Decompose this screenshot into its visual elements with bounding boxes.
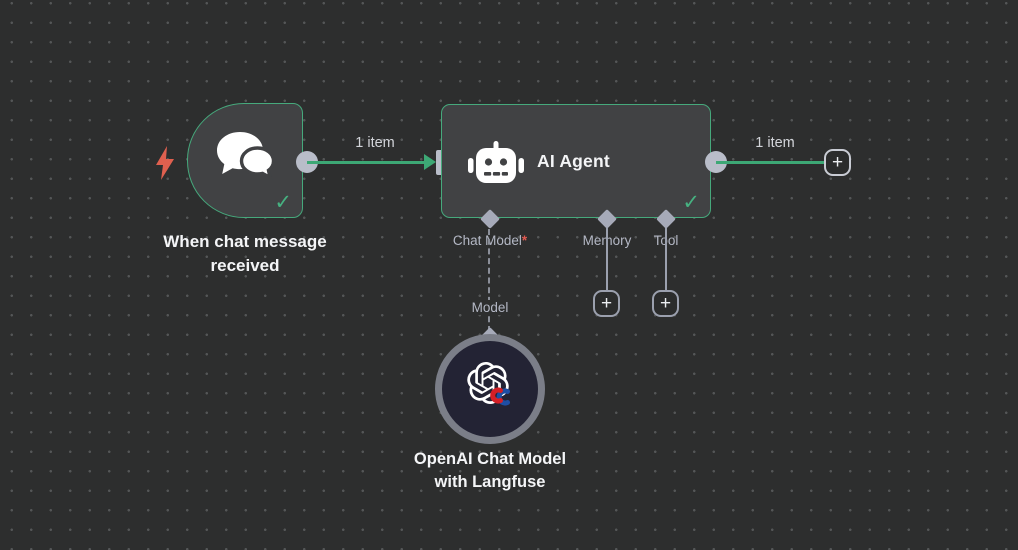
node-when-chat-message-received[interactable]: ✓ bbox=[187, 103, 303, 218]
robot-icon bbox=[468, 141, 524, 183]
required-asterisk: * bbox=[521, 233, 528, 248]
lightning-bolt-icon bbox=[156, 146, 174, 180]
wire-tool-port bbox=[665, 228, 667, 291]
model-title-line2: with Langfuse bbox=[434, 473, 546, 491]
model-wire-label: Model bbox=[450, 300, 530, 315]
wire-items-label: 1 item bbox=[755, 135, 795, 151]
wire-arrowhead bbox=[424, 154, 436, 170]
trigger-node-title: When chat message received bbox=[163, 232, 327, 275]
agent-success-check-icon: ✓ bbox=[682, 191, 700, 214]
node-ai-agent[interactable]: AI Agent ✓ bbox=[441, 104, 711, 218]
model-node-title: OpenAI Chat Model with Langfuse bbox=[378, 448, 602, 494]
add-memory-button[interactable]: + bbox=[593, 290, 620, 317]
wire-items-label: 1 item bbox=[355, 135, 395, 151]
add-tool-button[interactable]: + bbox=[652, 290, 679, 317]
wire-agent-output[interactable] bbox=[716, 161, 826, 164]
chat-bubbles-icon bbox=[217, 132, 276, 181]
wire-trigger-to-agent[interactable] bbox=[307, 161, 427, 164]
wire-chat-model[interactable] bbox=[488, 229, 490, 332]
add-node-button-output[interactable]: + bbox=[824, 149, 851, 176]
agent-port-chat-model-label: Chat Model* bbox=[452, 233, 528, 248]
wire-memory-port bbox=[606, 228, 608, 291]
model-title-line1: OpenAI Chat Model bbox=[413, 450, 567, 468]
agent-node-title: AI Agent bbox=[537, 150, 610, 171]
langfuse-badge-icon bbox=[490, 387, 510, 406]
trigger-success-check-icon: ✓ bbox=[274, 191, 292, 214]
